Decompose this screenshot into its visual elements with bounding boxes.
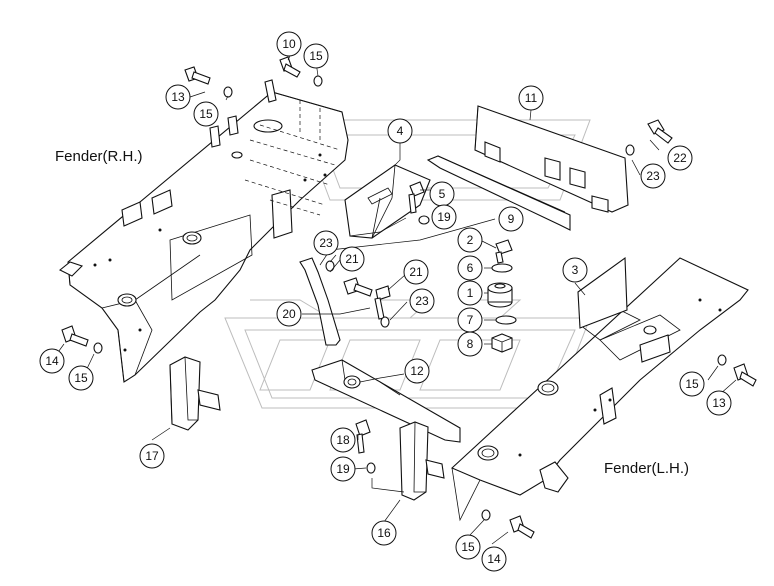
svg-text:15: 15 xyxy=(461,540,475,554)
callout-20: 20 xyxy=(276,301,302,327)
svg-text:15: 15 xyxy=(309,49,323,63)
callout-15-b: 15 xyxy=(193,101,219,127)
callout-21-a: 21 xyxy=(339,246,365,272)
callout-12: 12 xyxy=(404,358,430,384)
fender-rh-panel xyxy=(58,79,349,383)
callout-15-e: 15 xyxy=(455,534,481,560)
svg-text:20: 20 xyxy=(282,307,296,321)
callout-23-b: 23 xyxy=(313,230,339,256)
svg-text:23: 23 xyxy=(646,169,660,183)
callout-3: 3 xyxy=(562,257,588,283)
bolt-10 xyxy=(279,56,301,78)
callout-8: 8 xyxy=(457,331,483,357)
callout-21-b: 21 xyxy=(403,259,429,285)
bolt-13-top xyxy=(184,66,211,85)
svg-text:23: 23 xyxy=(319,236,333,250)
callout-19-a: 19 xyxy=(431,204,457,230)
svg-text:4: 4 xyxy=(397,124,404,138)
callout-23-c: 23 xyxy=(409,288,435,314)
bolt-13-right xyxy=(733,363,757,387)
callout-13-b: 13 xyxy=(706,390,732,416)
svg-text:18: 18 xyxy=(336,433,350,447)
bolt-14-bottom xyxy=(509,515,535,539)
callout-16: 16 xyxy=(371,520,397,546)
svg-text:13: 13 xyxy=(171,90,185,104)
callout-2: 2 xyxy=(457,227,483,253)
svg-text:14: 14 xyxy=(45,354,59,368)
bolts xyxy=(61,56,757,539)
callout-22: 22 xyxy=(667,145,693,171)
callouts: 10 15 13 15 4 11 22 23 5 19 9 2 23 21 6 … xyxy=(39,31,732,572)
svg-text:14: 14 xyxy=(487,552,501,566)
part-11-cover-plate xyxy=(474,105,629,213)
part-17-hinge-bracket xyxy=(169,356,221,431)
fender-lh-panel xyxy=(451,256,749,522)
svg-text:23: 23 xyxy=(415,294,429,308)
svg-text:15: 15 xyxy=(74,371,88,385)
callout-14-b: 14 xyxy=(481,546,507,572)
fender-rh-label: Fender(R.H.) xyxy=(55,148,143,165)
callout-23-a: 23 xyxy=(640,163,666,189)
washers xyxy=(93,75,727,521)
callout-15-a: 15 xyxy=(303,43,329,69)
bolt-2 xyxy=(495,239,513,264)
svg-text:3: 3 xyxy=(572,263,579,277)
bolt-21-small xyxy=(343,277,373,297)
callout-6: 6 xyxy=(457,255,483,281)
svg-text:11: 11 xyxy=(525,91,538,105)
part-12-cross-member xyxy=(311,359,461,443)
svg-text:13: 13 xyxy=(712,396,726,410)
bolt-21-mid xyxy=(374,285,391,320)
bolt-18 xyxy=(355,419,371,454)
callout-15-c: 15 xyxy=(68,365,94,391)
part-20-strap xyxy=(299,257,341,346)
svg-text:21: 21 xyxy=(345,252,359,266)
callout-4: 4 xyxy=(387,118,413,144)
svg-text:10: 10 xyxy=(282,37,296,51)
leader-lines xyxy=(55,55,737,545)
svg-text:8: 8 xyxy=(467,337,474,351)
svg-text:7: 7 xyxy=(467,313,474,327)
callout-11: 11 xyxy=(518,85,544,111)
svg-text:6: 6 xyxy=(467,261,474,275)
bolt-22 xyxy=(647,119,673,144)
callout-14-a: 14 xyxy=(39,348,65,374)
part-4-bracket xyxy=(344,164,431,239)
fender-lh-label: Fender(L.H.) xyxy=(604,460,689,477)
callout-10: 10 xyxy=(276,31,302,57)
bolt-14-left xyxy=(61,325,89,347)
callout-1: 1 xyxy=(457,280,483,306)
callout-7: 7 xyxy=(457,307,483,333)
callout-19-b: 19 xyxy=(330,456,356,482)
part-1-rubber-mount xyxy=(487,282,513,308)
part-6-washer xyxy=(491,263,513,273)
svg-text:16: 16 xyxy=(377,526,391,540)
svg-text:19: 19 xyxy=(336,462,350,476)
svg-text:1: 1 xyxy=(467,286,474,300)
svg-text:22: 22 xyxy=(673,151,687,165)
callout-18: 18 xyxy=(330,427,356,453)
svg-text:12: 12 xyxy=(410,364,424,378)
callout-15-d: 15 xyxy=(679,371,705,397)
svg-text:2: 2 xyxy=(467,233,474,247)
svg-text:19: 19 xyxy=(437,210,451,224)
part-7-washer xyxy=(495,315,517,325)
svg-text:15: 15 xyxy=(199,107,213,121)
part-16-hinge-bracket xyxy=(399,421,445,501)
callout-9: 9 xyxy=(498,206,524,232)
part-8-nut xyxy=(491,333,513,353)
callout-13-a: 13 xyxy=(165,84,191,110)
callout-5: 5 xyxy=(429,181,455,207)
svg-text:15: 15 xyxy=(685,377,699,391)
callout-17: 17 xyxy=(139,443,165,469)
svg-text:21: 21 xyxy=(409,265,423,279)
bolt-5 xyxy=(408,181,425,214)
svg-text:17: 17 xyxy=(145,449,159,463)
svg-text:5: 5 xyxy=(439,187,446,201)
svg-text:9: 9 xyxy=(508,212,515,226)
part-9-rail xyxy=(426,155,571,231)
